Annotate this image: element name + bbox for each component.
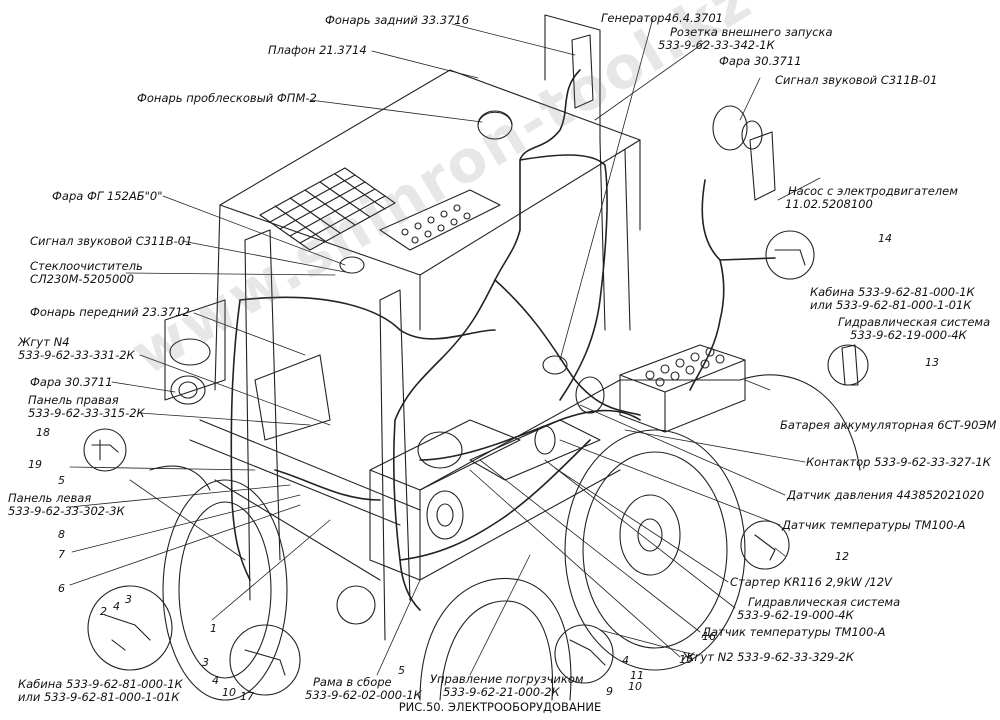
figure-caption: РИС.50. ЭЛЕКТРООБОРУДОВАНИЕ bbox=[398, 700, 602, 714]
position-number: 15 bbox=[679, 653, 693, 666]
label-cab-right-2: или 533-9-62-81-000-1-01К bbox=[810, 298, 972, 312]
label-cab-left-2: или 533-9-62-81-000-1-01К bbox=[18, 690, 180, 704]
label-loader-control-1: Управление погрузчиком bbox=[430, 672, 584, 686]
position-number: 6 bbox=[58, 582, 65, 595]
leader-lines bbox=[69, 17, 821, 676]
label-horn-right: Сигнал звуковой С311В-01 bbox=[775, 73, 938, 87]
label-wiper-2: СЛ230М-5205000 bbox=[30, 272, 134, 286]
label-right-panel-1: Панель правая bbox=[28, 393, 119, 407]
label-hydraulic-top-1: Гидравлическая система bbox=[838, 315, 991, 329]
label-headlamp-left: Фара 30.3711 bbox=[30, 375, 113, 389]
label-cab-right-1: Кабина 533-9-62-81-000-1К bbox=[810, 285, 975, 299]
wiring bbox=[230, 69, 776, 611]
label-pressure-sensor: Датчик давления 443852021020 bbox=[787, 488, 985, 502]
label-frame-2: 533-9-62-02-000-1К bbox=[305, 688, 422, 702]
label-left-panel-1: Панель левая bbox=[8, 491, 92, 505]
position-number: 4 bbox=[622, 654, 629, 667]
label-temp-sensor-2: Датчик температуры ТМ100-А bbox=[702, 625, 886, 639]
position-number: 4 bbox=[212, 674, 219, 687]
position-number: 10 bbox=[222, 686, 236, 699]
label-beacon-lamp: Фонарь проблесковый ФПМ-2 bbox=[137, 91, 317, 105]
label-pump-2: 11.02.5208100 bbox=[785, 197, 873, 211]
label-hydraulic-bottom-2: 533-9-62-19-000-4К bbox=[737, 608, 854, 622]
label-temp-sensor-1: Датчик температуры ТМ100-А bbox=[782, 518, 966, 532]
position-number: 3 bbox=[125, 593, 132, 606]
label-harness2: Жгут N2 533-9-62-33-329-2К bbox=[682, 650, 854, 664]
engine bbox=[426, 376, 605, 540]
front-left-wheel bbox=[162, 479, 288, 701]
position-number: 13 bbox=[925, 356, 939, 369]
label-contactor: Контактор 533-9-62-33-327-1К bbox=[806, 455, 991, 469]
label-right-panel-2: 533-9-62-33-315-2К bbox=[28, 406, 145, 420]
position-number: 5 bbox=[58, 474, 65, 487]
label-headlamp-fg: Фара ФГ 152АБ"0" bbox=[52, 189, 163, 203]
position-number: 7 bbox=[58, 548, 65, 561]
position-number: 9 bbox=[606, 685, 613, 698]
rear-right-wheel bbox=[564, 429, 746, 671]
front-right-wheel bbox=[419, 578, 572, 701]
battery bbox=[619, 344, 746, 433]
label-generator: Генератор46.4.3701 bbox=[601, 11, 723, 25]
label-hydraulic-top-2: 533-9-62-19-000-4К bbox=[850, 328, 967, 342]
label-pump-1: Насос с электродвигателем bbox=[788, 184, 958, 198]
label-harness4-1: Жгут N4 bbox=[18, 335, 70, 349]
position-number: 4 bbox=[113, 600, 120, 613]
position-number: 14 bbox=[878, 232, 892, 245]
label-rear-lamp: Фонарь задний 33.3716 bbox=[325, 13, 470, 27]
label-ceiling-lamp: Плафон 21.3714 bbox=[268, 43, 367, 57]
label-socket-1: Розетка внешнего запуска bbox=[670, 25, 833, 39]
label-socket-2: 533-9-62-33-342-1К bbox=[658, 38, 775, 52]
detail-callouts bbox=[83, 230, 869, 696]
label-horn-left: Сигнал звуковой С311В-01 bbox=[30, 234, 193, 248]
position-number: 2 bbox=[100, 605, 107, 618]
position-number: 19 bbox=[28, 458, 42, 471]
label-hydraulic-bottom-1: Гидравлическая система bbox=[748, 595, 901, 609]
label-front-lamp: Фонарь передний 23.3712 bbox=[30, 305, 190, 319]
label-starter: Стартер КR116 2,9kW /12V bbox=[730, 575, 892, 589]
position-number: 10 bbox=[628, 680, 642, 693]
label-harness4-2: 533-9-62-33-331-2К bbox=[18, 348, 135, 362]
label-left-panel-2: 533-9-62-33-302-3К bbox=[8, 504, 125, 518]
label-headlamp-right: Фара 30.3711 bbox=[719, 54, 802, 68]
frame bbox=[149, 299, 741, 581]
position-number: 3 bbox=[202, 656, 209, 669]
label-wiper-1: Стеклоочиститель bbox=[30, 259, 143, 273]
position-number: 12 bbox=[835, 550, 849, 563]
position-number: 16 bbox=[702, 630, 716, 643]
position-number: 17 bbox=[240, 690, 254, 703]
position-number: 5 bbox=[398, 664, 405, 677]
label-frame-1: Рама в сборе bbox=[313, 675, 392, 689]
label-cab-left-1: Кабина 533-9-62-81-000-1К bbox=[18, 677, 183, 691]
label-battery: Батарея аккумуляторная 6СТ-90ЭМ bbox=[780, 418, 997, 432]
position-number: 1 bbox=[210, 622, 217, 635]
position-number: 18 bbox=[36, 426, 50, 439]
cab bbox=[214, 14, 641, 641]
label-loader-control-2: 533-9-62-21-000-2К bbox=[443, 685, 560, 699]
position-number: 11 bbox=[630, 669, 644, 682]
lamps bbox=[169, 34, 776, 469]
position-number: 8 bbox=[58, 528, 65, 541]
rear-left-wheel bbox=[739, 374, 861, 471]
